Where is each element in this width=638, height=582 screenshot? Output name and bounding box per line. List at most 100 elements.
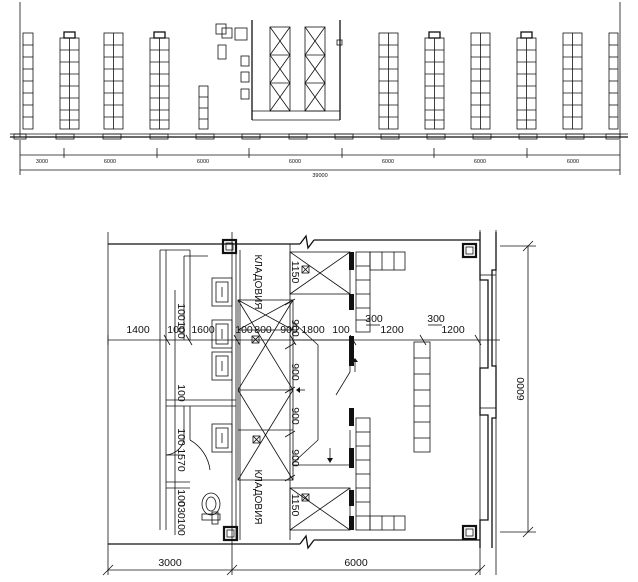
toilet-bowl [201, 492, 221, 516]
dim-1200: 1200 [380, 324, 404, 336]
left-vertical-dims: 100 100 100 100 1570 100 030 100 [174, 290, 187, 536]
toilet [201, 492, 221, 525]
column-inner [465, 528, 474, 537]
footing [426, 133, 446, 140]
wall-block [349, 490, 354, 506]
dim-1200: 1200 [441, 324, 465, 336]
dim-1150: 1150 [289, 494, 301, 517]
dim-100: 100 [175, 303, 187, 321]
dim-6000: 6000 [104, 159, 116, 165]
footing [55, 133, 75, 140]
shelving-racks [22, 31, 619, 130]
dim-900: 900 [289, 319, 301, 337]
dim-100: 100 [175, 489, 187, 507]
right-shelf [413, 341, 431, 453]
dim-total: 39000 [312, 173, 327, 179]
dim-900: 900 [289, 363, 301, 381]
footing [241, 133, 261, 140]
dim-900: 900 [289, 449, 301, 467]
dim-030: 030 [175, 501, 187, 519]
dim-1600: 1600 [191, 324, 215, 336]
sink [211, 277, 233, 307]
rack [103, 32, 124, 130]
sink [211, 319, 233, 349]
right-dimension: 6000 [500, 240, 536, 538]
door-swing [165, 439, 185, 456]
stair-grid [237, 299, 294, 481]
bottom-dimension: 3000 6000 [102, 557, 486, 576]
rack [149, 31, 170, 130]
dim-800: 800 [254, 324, 272, 336]
footings [13, 133, 621, 140]
footing [102, 133, 122, 140]
rack [562, 32, 583, 130]
column [221, 238, 238, 255]
sinks [211, 277, 233, 453]
plan-vertical-dims: 1150 900 900 900 900 1150 [284, 244, 301, 540]
dim-3000-bottom: 3000 [158, 557, 182, 569]
dim-6000: 6000 [382, 159, 394, 165]
column [222, 525, 239, 542]
wc-box [234, 27, 248, 41]
footing [13, 133, 27, 140]
wall-block [349, 516, 354, 530]
dim-1570: 1570 [175, 448, 187, 472]
rack-small [198, 85, 209, 130]
dim-6000-bottom: 6000 [344, 557, 368, 569]
dim-100: 100 [332, 324, 350, 336]
break-symbol [299, 234, 315, 250]
rack [516, 31, 537, 130]
step-blocks [355, 251, 406, 531]
arrow-icon [296, 387, 300, 393]
dim-300: 300 [427, 313, 445, 325]
dim-100: 100 [175, 428, 187, 446]
sink [211, 423, 233, 453]
wall-block [349, 408, 354, 426]
arrow-icon [327, 458, 333, 463]
dim-6000: 6000 [197, 159, 209, 165]
window [240, 88, 250, 100]
rack [59, 31, 80, 130]
window [240, 55, 250, 67]
rack [424, 31, 445, 130]
dim-1400: 1400 [126, 324, 150, 336]
footing [380, 133, 400, 140]
footing [334, 133, 354, 140]
dim-100: 100 [175, 384, 187, 402]
right-wall-profile [479, 232, 497, 548]
footing [565, 133, 585, 140]
break-symbol [299, 534, 315, 550]
elevation-dimensions: 3000 6000 6000 6000 6000 6000 6000 39000 [19, 140, 621, 179]
footing [605, 133, 621, 140]
wc-box [215, 23, 227, 35]
center-walls [349, 252, 354, 530]
dim-900: 900 [289, 407, 301, 425]
footing [518, 133, 538, 140]
wall-block [349, 252, 354, 270]
wc-box [221, 27, 233, 39]
toilet-tank [201, 513, 221, 521]
dim-1800: 1800 [301, 324, 325, 336]
column-inner [225, 242, 234, 251]
elevation-view: 3000 6000 6000 6000 6000 6000 6000 39000 [10, 2, 628, 179]
footing [288, 133, 308, 140]
room-label-storage-top: КЛАДОВИЯ [252, 254, 263, 309]
footing [472, 133, 492, 140]
column [461, 524, 478, 541]
column-inner [465, 246, 474, 255]
dim-1150: 1150 [289, 261, 301, 284]
wall-block [349, 336, 354, 366]
footing [195, 133, 215, 140]
passage-outline [292, 321, 319, 464]
dim-6000-vertical: 6000 [515, 377, 527, 401]
dim-900: 900 [280, 324, 298, 336]
dim-100: 100 [175, 518, 187, 536]
plan-view: 1400 100 1600 100 800 900 1800 100 1200 … [102, 230, 536, 576]
column [461, 242, 478, 259]
central-section [215, 20, 343, 121]
rack [608, 32, 619, 130]
column-inner [226, 529, 235, 538]
dim-300: 300 [365, 313, 383, 325]
rack [22, 32, 34, 130]
